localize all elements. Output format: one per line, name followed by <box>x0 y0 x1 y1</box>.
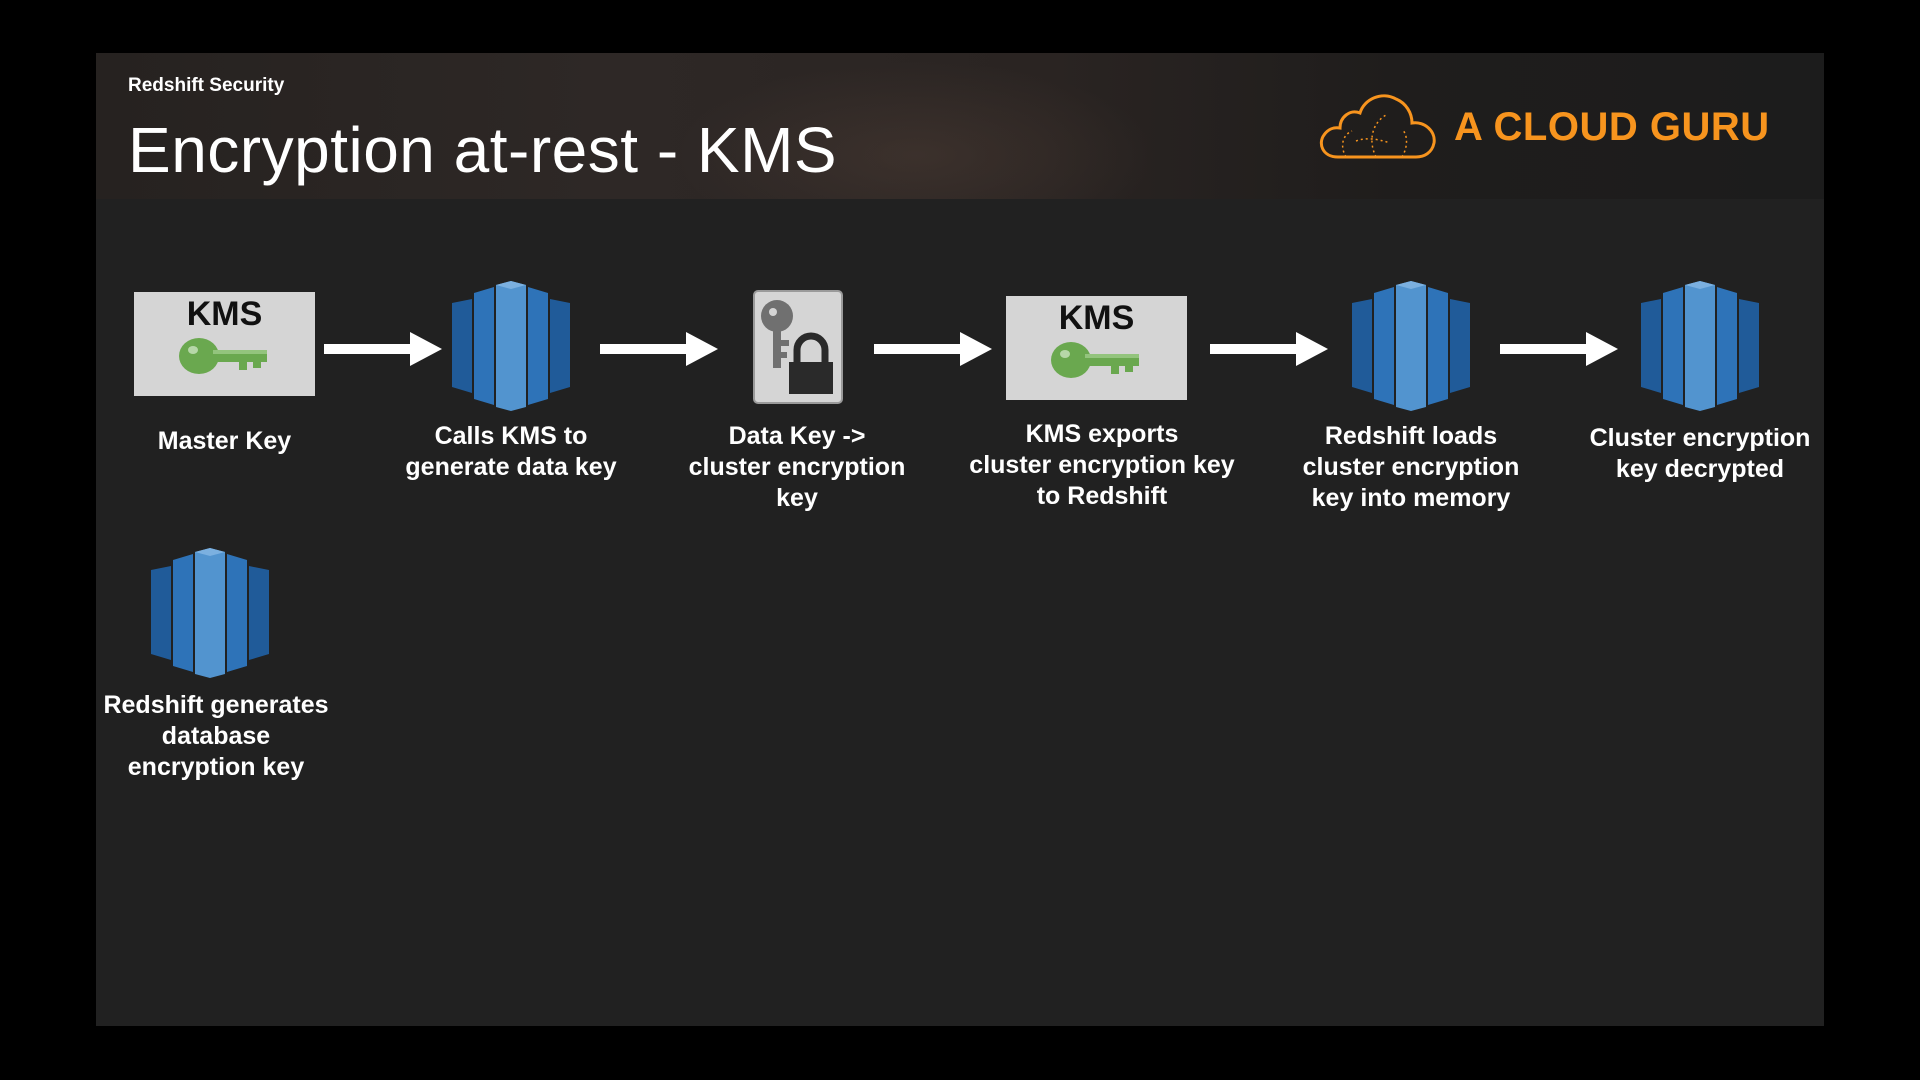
key-icon <box>1049 336 1145 384</box>
arrow-right-icon <box>1500 329 1620 369</box>
kms-master-key-box: KMS <box>134 292 315 396</box>
kms-export-key-box: KMS <box>1006 296 1187 400</box>
redshift-icon <box>151 548 269 678</box>
step-caption-kms-exports: KMS exports cluster encryption key to Re… <box>952 419 1252 512</box>
kms-label: KMS <box>1059 300 1135 336</box>
key-lock-icon <box>753 290 843 404</box>
step-caption-data-key: Data Key -> cluster encryption key <box>680 421 914 514</box>
slide: Redshift Security Encryption at-rest - K… <box>96 53 1824 1026</box>
redshift-icon <box>1352 281 1470 411</box>
cloud-logo-icon <box>1316 91 1440 163</box>
page-title: Encryption at-rest - KMS <box>128 113 837 187</box>
step-caption-master-key: Master Key <box>114 426 335 457</box>
brand-logo: A CLOUD GURU <box>1316 89 1770 165</box>
brand-name: A CLOUD GURU <box>1454 105 1770 150</box>
arrow-right-icon <box>600 329 720 369</box>
step-caption-redshift-loads: Redshift loads cluster encryption key in… <box>1276 421 1546 514</box>
section-label: Redshift Security <box>128 75 284 97</box>
slide-header: Redshift Security Encryption at-rest - K… <box>96 53 1824 199</box>
step-caption-key-decrypted: Cluster encryption key decrypted <box>1576 423 1824 485</box>
redshift-icon <box>452 281 570 411</box>
kms-label: KMS <box>187 296 263 332</box>
arrow-right-icon <box>1210 329 1330 369</box>
arrow-right-icon <box>324 329 444 369</box>
step-caption-calls-kms: Calls KMS to generate data key <box>386 421 636 483</box>
step-caption-redshift-generates: Redshift generates database encryption k… <box>96 690 336 783</box>
redshift-icon <box>1641 281 1759 411</box>
key-icon <box>177 332 273 380</box>
arrow-right-icon <box>874 329 994 369</box>
